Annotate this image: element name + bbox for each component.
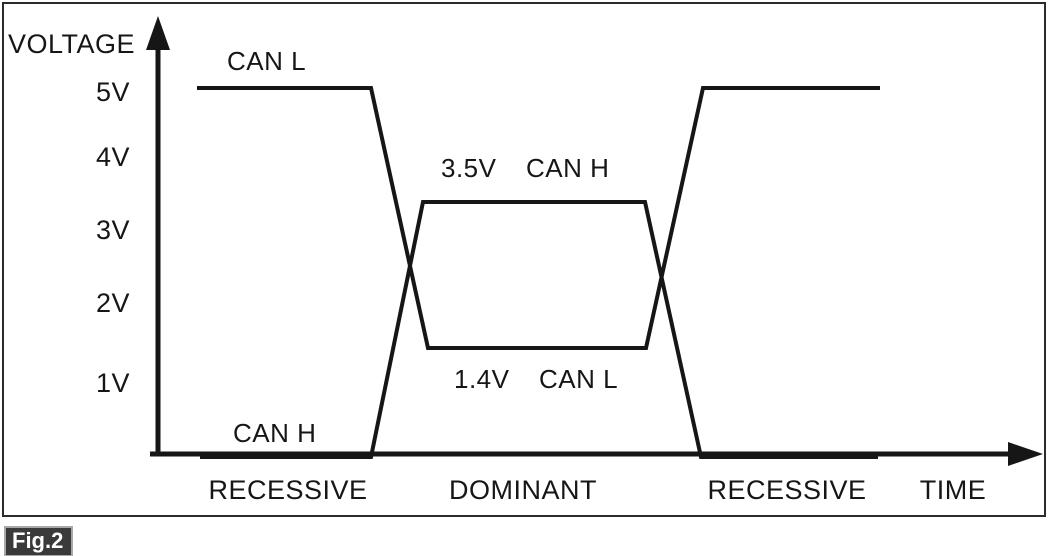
y-tick-4v: 4V	[95, 142, 130, 172]
region-label-recessive-right: RECESSIVE	[707, 475, 867, 505]
region-label-dominant: DOMINANT	[449, 475, 597, 505]
y-tick-2v: 2V	[95, 288, 130, 318]
x-axis-title: TIME	[919, 475, 987, 505]
region-label-recessive-left: RECESSIVE	[208, 475, 368, 505]
y-tick-3v: 3V	[95, 215, 130, 245]
dominant-high-value-label: 3.5V	[441, 153, 497, 183]
dominant-low-value-label: 1.4V	[454, 364, 510, 394]
can-h-trace	[200, 200, 878, 459]
y-tick-1v: 1V	[95, 368, 130, 398]
can-l-trace	[197, 86, 880, 350]
can-l-recessive-label: CAN L	[227, 46, 307, 76]
figure-caption-badge: Fig.2	[4, 526, 74, 556]
dominant-high-trace-label: CAN H	[526, 153, 610, 183]
x-axis-arrow-icon	[1008, 442, 1043, 466]
y-axis-arrow-icon	[146, 16, 170, 50]
y-axis-title: VOLTAGE	[8, 29, 136, 59]
y-tick-5v: 5V	[95, 77, 130, 107]
dominant-low-trace-label: CAN L	[539, 364, 619, 394]
can-h-recessive-label: CAN H	[233, 418, 317, 448]
